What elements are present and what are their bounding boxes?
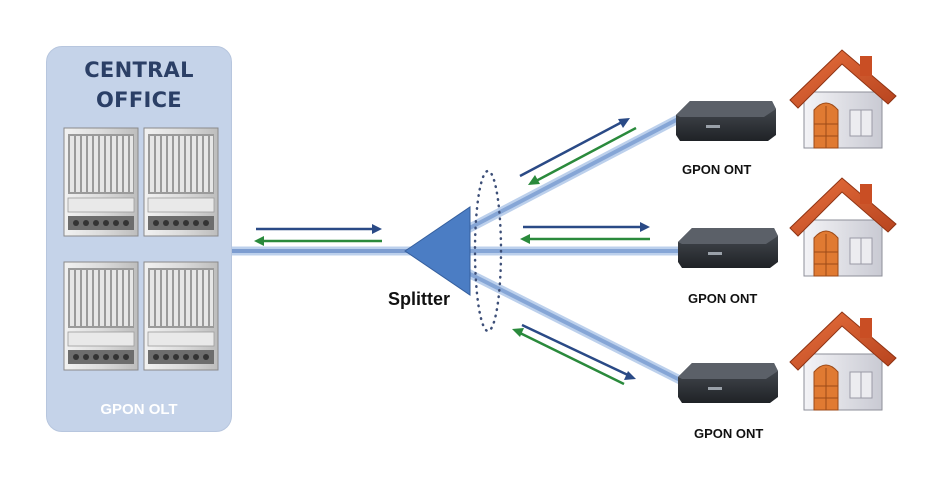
splitter-triangle — [404, 206, 471, 296]
ont-device-2 — [678, 228, 778, 268]
house-icon-1 — [789, 49, 897, 149]
house-icon-3 — [789, 311, 897, 411]
ont-label-3: GPON ONT — [694, 426, 764, 441]
feeder-arrows — [254, 224, 382, 246]
central-office-title-line1: CENTRAL — [84, 58, 194, 82]
ont-device-3 — [678, 363, 778, 403]
central-office-title-line2: OFFICE — [96, 88, 182, 112]
olt-rack-3 — [63, 261, 139, 371]
olt-label: GPON OLT — [100, 401, 178, 418]
drop-fiber-3 — [461, 268, 681, 382]
drop-2-arrows — [520, 222, 650, 244]
olt-rack-2 — [143, 127, 219, 237]
ont-device-1 — [676, 101, 776, 141]
split-ratio-dotted-ellipse — [473, 169, 503, 333]
ont-label-1: GPON ONT — [682, 162, 752, 177]
olt-rack-1 — [63, 127, 139, 237]
drop-1-arrows — [519, 118, 637, 185]
central-office-title: CENTRAL OFFICE — [46, 55, 232, 115]
ont-label-2: GPON ONT — [688, 291, 758, 306]
house-icon-2 — [789, 177, 897, 277]
drop-fiber-1 — [461, 116, 681, 234]
drop-3-arrows — [512, 323, 636, 386]
splitter-label: Splitter — [388, 289, 451, 309]
olt-rack-4 — [143, 261, 219, 371]
